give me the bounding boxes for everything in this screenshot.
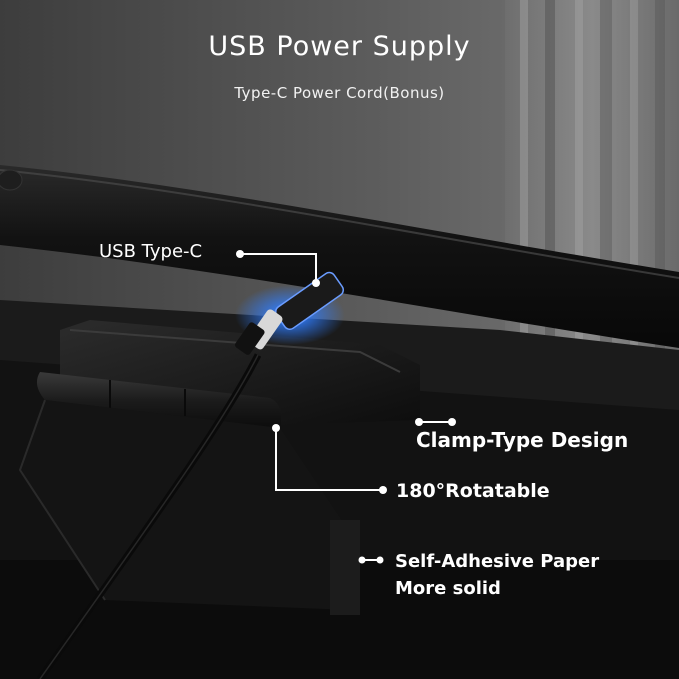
adhesive-label-line1: Self-Adhesive Paper [395,551,600,572]
page-title: USB Power Supply [208,31,471,62]
light-bar [0,165,679,348]
adhesive-label: Self-Adhesive Paper More solid [395,548,599,602]
usb-type-c-label: USB Type-C [99,241,203,262]
clamp-type-label: Clamp-Type Design [416,428,629,452]
page-subtitle: Type-C Power Cord(Bonus) [234,84,445,102]
rotatable-plate [20,400,350,610]
rotatable-label: 180°Rotatable [396,480,550,502]
callout-dots [236,250,456,564]
adhesive-label-line2: More solid [395,578,501,599]
usb-c-connector [234,271,345,355]
adhesive-pad [330,520,360,615]
